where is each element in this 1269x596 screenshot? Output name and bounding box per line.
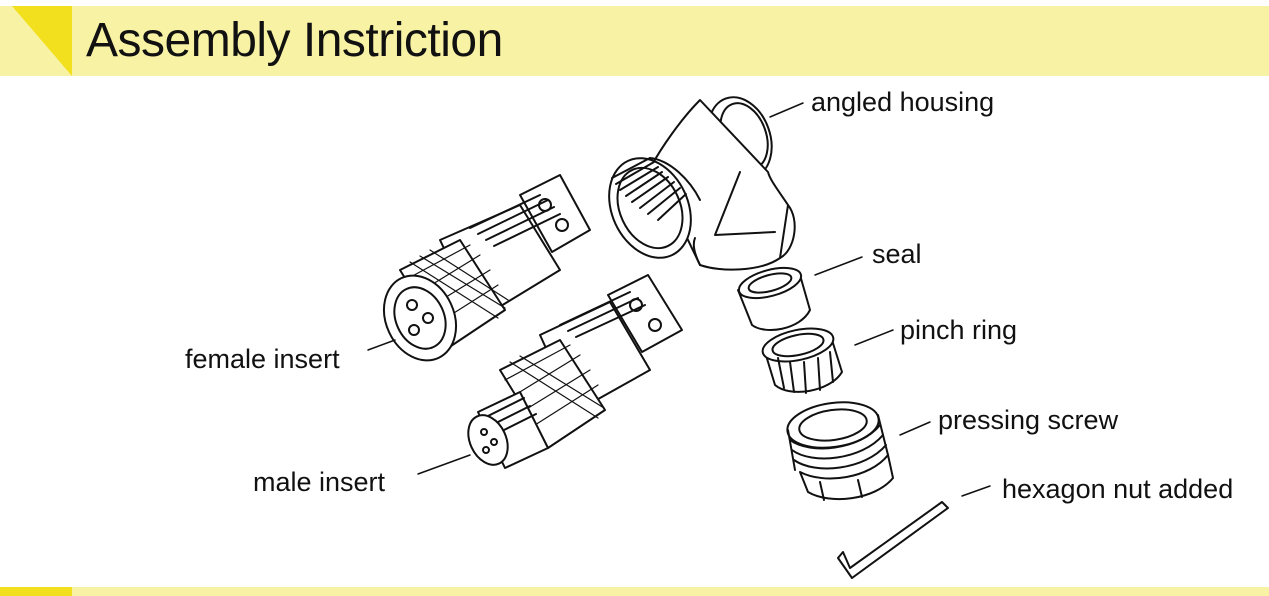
leader-line-pressing-screw (899, 421, 931, 436)
female-insert-drawing (383, 174, 591, 362)
label-male-insert: male insert (253, 467, 386, 497)
label-female-insert: female insert (185, 344, 340, 374)
label-pinch-ring: pinch ring (900, 315, 1018, 345)
leader-line-female-insert (367, 339, 396, 351)
header-band (0, 6, 1269, 76)
leader-line-seal (814, 256, 863, 276)
leader-line-male-insert (417, 454, 471, 475)
footer-accent (0, 587, 72, 596)
seal-drawing (737, 266, 811, 331)
pressing-screw-drawing (786, 401, 894, 501)
label-angled-housing: angled housing (811, 87, 995, 117)
label-pressing-screw: pressing screw (938, 405, 1119, 435)
male-insert-drawing (467, 274, 683, 469)
label-seal: seal (872, 239, 922, 269)
leader-line-angled-housing (769, 102, 804, 118)
header-accent-triangle (12, 6, 72, 76)
leader-line-hexagon-nut (961, 485, 991, 497)
pinch-ring-drawing (761, 327, 843, 394)
header-band-fill (0, 6, 1269, 76)
label-hexagon-nut-added: hexagon nut added (1002, 474, 1234, 504)
footer-band (0, 587, 1269, 596)
footer-band-fill (0, 587, 1269, 596)
angled-housing-drawing (608, 96, 796, 271)
header: Assembly Instriction (0, 6, 1269, 76)
leader-line-pinch-ring (854, 329, 894, 346)
page-title: Assembly Instriction (86, 14, 503, 67)
hex-key-drawing (837, 501, 949, 579)
